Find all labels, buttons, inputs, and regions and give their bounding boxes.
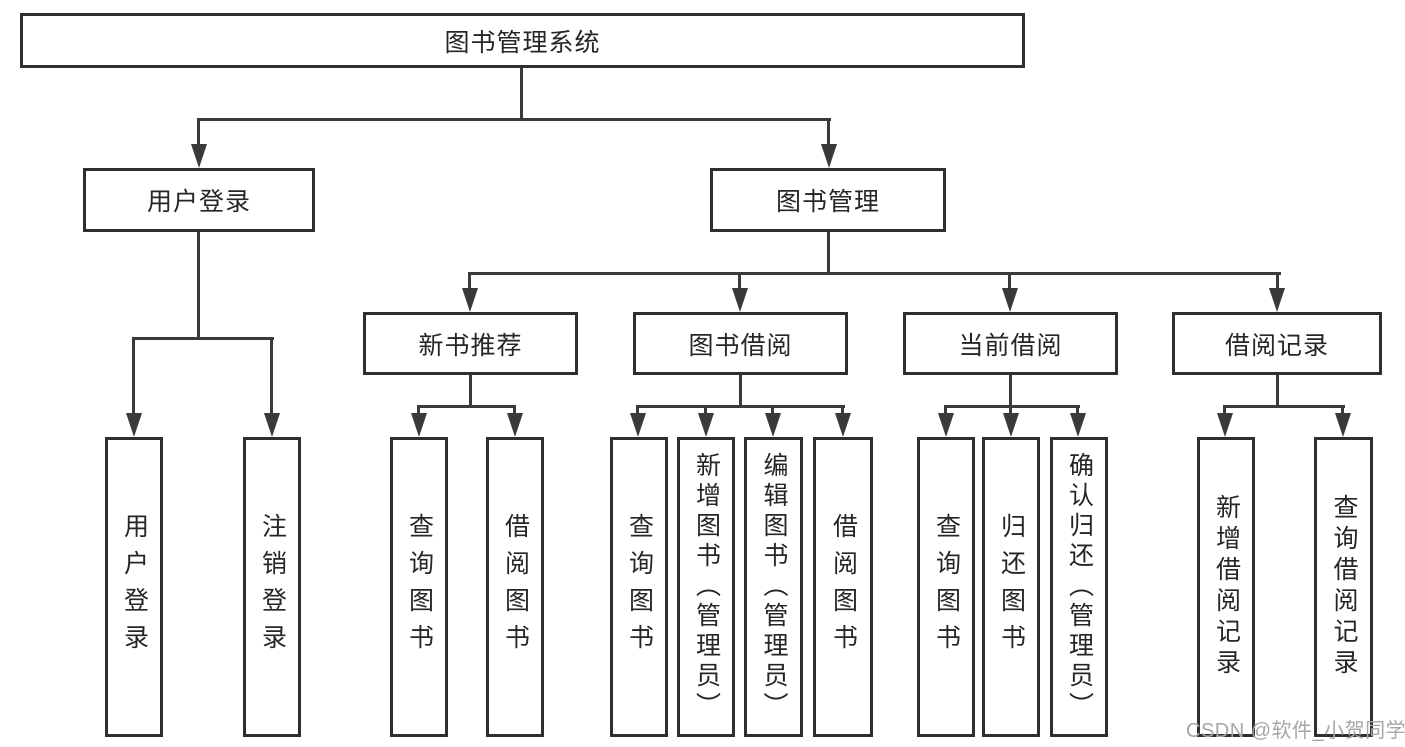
node-current-borrow-label: 当前借阅: [958, 331, 1063, 360]
connector-line: [944, 405, 947, 415]
connector-line: [636, 405, 845, 408]
connector-line: [1008, 272, 1011, 290]
arrow-down-icon: [835, 413, 851, 437]
node-root-label: 图书管理系统: [444, 28, 601, 57]
arrow-down-icon: [411, 413, 427, 437]
leaf-label: 注销登录: [258, 513, 287, 661]
arrow-down-icon: [630, 413, 646, 437]
leaf-borrow-books-recommend: 借阅图书: [486, 437, 544, 737]
leaf-logout: 注销登录: [243, 437, 301, 737]
connector-line: [827, 118, 830, 146]
arrow-down-icon: [698, 413, 714, 437]
arrow-down-icon: [191, 144, 207, 168]
node-book-borrow: 图书借阅: [633, 312, 848, 375]
leaf-query-books-current: 查询图书: [917, 437, 975, 737]
arrow-down-icon: [507, 413, 523, 437]
node-book-management: 图书管理: [710, 168, 946, 232]
connector-line: [739, 375, 742, 405]
connector-line: [132, 337, 274, 340]
connector-line: [197, 118, 200, 146]
leaf-query-books-borrow: 查询图书: [610, 437, 668, 737]
connector-line: [132, 337, 135, 415]
node-new-book-recommend: 新书推荐: [363, 312, 578, 375]
arrow-down-icon: [462, 288, 478, 312]
connector-line: [468, 272, 1281, 275]
leaf-add-borrow-record: 新增借阅记录: [1197, 437, 1255, 737]
arrow-down-icon: [1269, 288, 1285, 312]
leaf-confirm-return-admin: 确认归还（管理员）: [1050, 437, 1108, 737]
arrow-down-icon: [1002, 288, 1018, 312]
connector-line: [520, 68, 523, 118]
leaf-label: 编辑图书（管理员）: [760, 452, 788, 722]
node-book-borrow-label: 图书借阅: [688, 331, 793, 360]
connector-line: [417, 405, 420, 415]
connector-line: [1276, 375, 1279, 405]
leaf-label: 用户登录: [120, 513, 149, 661]
arrow-down-icon: [732, 288, 748, 312]
node-current-borrow: 当前借阅: [903, 312, 1118, 375]
leaf-label: 归还图书: [997, 513, 1026, 661]
leaf-user-login: 用户登录: [105, 437, 163, 737]
node-user-login: 用户登录: [83, 168, 315, 232]
connector-line: [841, 405, 844, 415]
leaf-label: 新增借阅记录: [1212, 494, 1241, 680]
watermark: CSDN @软件_小贺同学: [1186, 720, 1405, 742]
connector-line: [1341, 405, 1344, 415]
arrow-down-icon: [1070, 413, 1086, 437]
connector-line: [469, 375, 472, 405]
leaf-label: 新增图书（管理员）: [692, 452, 721, 722]
leaf-label: 查询图书: [625, 513, 654, 661]
connector-line: [1223, 405, 1345, 408]
connector-line: [1009, 405, 1012, 415]
node-new-book-recommend-label: 新书推荐: [418, 331, 523, 360]
leaf-label: 查询借阅记录: [1330, 494, 1358, 680]
arrow-down-icon: [765, 413, 781, 437]
connector-line: [197, 118, 831, 121]
leaf-borrow-books-borrow: 借阅图书: [813, 437, 873, 737]
arrow-down-icon: [938, 413, 954, 437]
connector-line: [197, 232, 200, 337]
node-user-login-label: 用户登录: [146, 188, 251, 216]
arrow-down-icon: [126, 413, 142, 437]
arrow-down-icon: [1335, 413, 1351, 437]
leaf-label: 查询图书: [932, 513, 961, 661]
connector-line: [1223, 405, 1226, 415]
connector-line: [827, 232, 830, 272]
leaf-query-borrow-record: 查询借阅记录: [1314, 437, 1373, 737]
connector-line: [771, 405, 774, 415]
arrow-down-icon: [264, 413, 280, 437]
node-book-management-label: 图书管理: [775, 188, 880, 216]
leaf-label: 借阅图书: [829, 513, 858, 661]
node-borrow-records-label: 借阅记录: [1224, 331, 1329, 360]
connector-line: [468, 272, 471, 290]
arrow-down-icon: [1003, 413, 1019, 437]
node-borrow-records: 借阅记录: [1172, 312, 1382, 375]
connector-line: [944, 405, 1080, 408]
leaf-label: 借阅图书: [501, 513, 530, 661]
node-root: 图书管理系统: [20, 13, 1025, 68]
connector-line: [636, 405, 639, 415]
connector-line: [513, 405, 516, 415]
connector-line: [1076, 405, 1079, 415]
connector-line: [270, 337, 273, 415]
connector-line: [1009, 375, 1012, 405]
leaf-edit-book-admin: 编辑图书（管理员）: [744, 437, 803, 737]
connector-line: [738, 272, 741, 290]
connector-line: [704, 405, 707, 415]
connector-line: [417, 405, 516, 408]
leaf-return-book: 归还图书: [982, 437, 1040, 737]
arrow-down-icon: [1217, 413, 1233, 437]
leaf-label: 查询图书: [405, 513, 434, 661]
arrow-down-icon: [821, 144, 837, 168]
leaf-label: 确认归还（管理员）: [1065, 452, 1094, 722]
leaf-add-book-admin: 新增图书（管理员）: [677, 437, 735, 737]
connector-line: [1276, 272, 1279, 290]
leaf-query-books-recommend: 查询图书: [390, 437, 448, 737]
